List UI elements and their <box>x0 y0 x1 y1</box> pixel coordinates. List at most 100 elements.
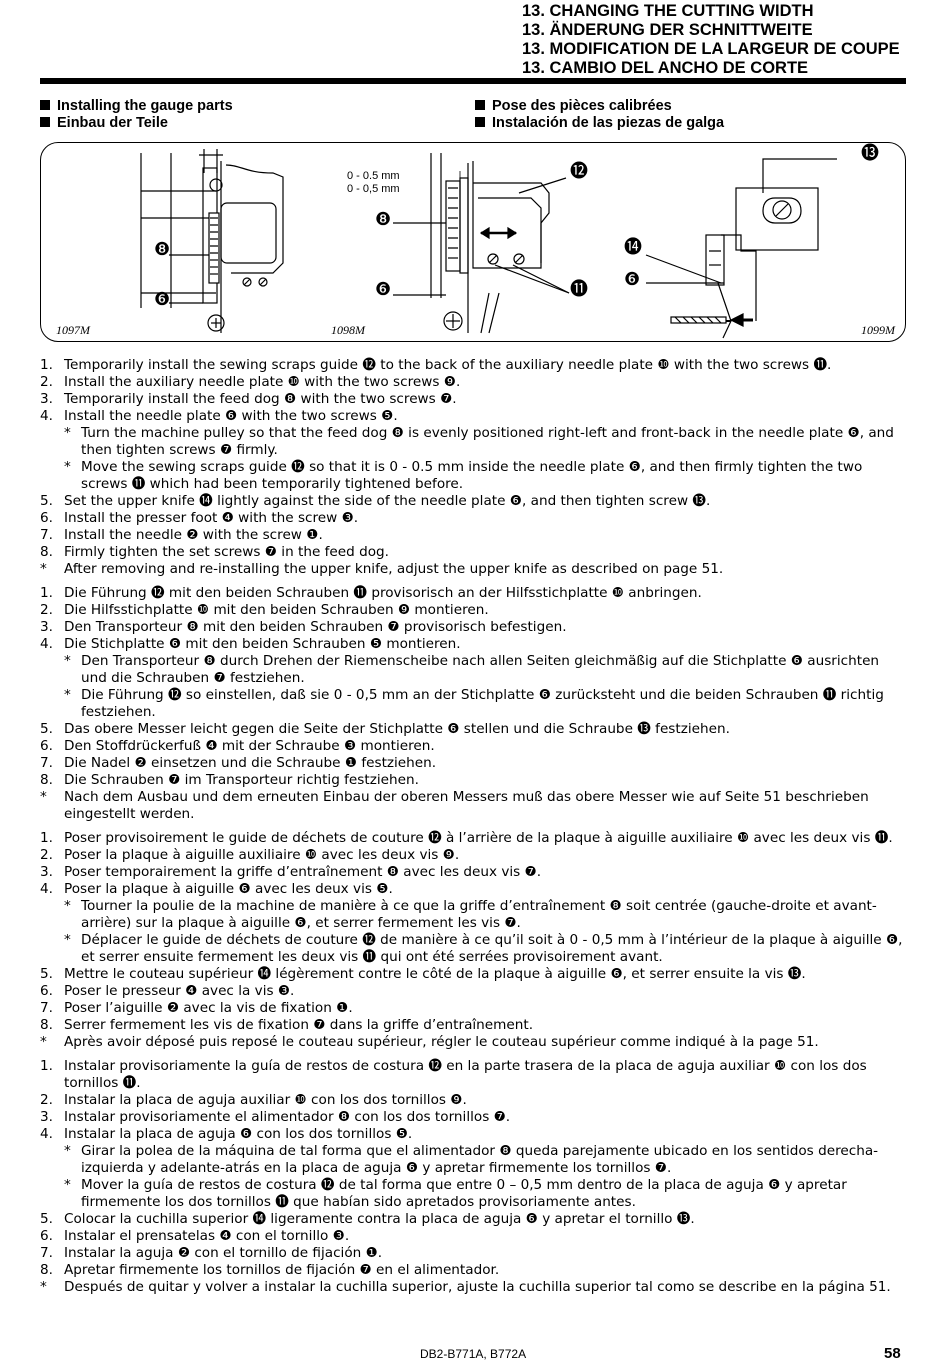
step-text: Poser la plaque à aiguille ❻ avec les de… <box>64 881 393 897</box>
step-number: 4. <box>40 636 53 652</box>
step-text: Después de quitar y volver a instalar la… <box>64 1279 891 1295</box>
model-number: DB2-B771A, B772A <box>420 1347 527 1361</box>
step-text: Das obere Messer leicht gegen die Seite … <box>64 721 730 737</box>
instruction-step: 7.Die Nadel ❷ einsetzen und die Schraube… <box>40 755 906 772</box>
step-text: Poser temporairement la griffe d’entraîn… <box>64 864 542 880</box>
step-text: Instalar la placa de aguja ❻ con los dos… <box>64 1126 413 1142</box>
step-text: Poser l’aiguille ❷ avec la vis de fixati… <box>64 1000 353 1016</box>
subhead-en: Installing the gauge parts <box>57 98 233 114</box>
instruction-step: *Après avoir déposé puis reposé le coute… <box>40 1034 906 1051</box>
step-number: 1. <box>40 830 53 846</box>
subhead-left: Installing the gauge parts Einbau der Te… <box>40 98 233 132</box>
step-text: Set the upper knife ⓮ lightly against th… <box>64 493 711 509</box>
step-text: Apretar firmemente los tornillos de fija… <box>64 1262 500 1278</box>
step-text: Move the sewing scraps guide ⓬ so that i… <box>81 459 863 492</box>
step-text: Mettre le couteau supérieur ⓮ légèrement… <box>64 966 806 982</box>
step-number: 4. <box>40 1126 53 1142</box>
step-text: Instalar el prensatelas ❹ con el tornill… <box>64 1228 350 1244</box>
instruction-step: *After removing and re-installing the up… <box>40 561 906 578</box>
step-number: 8. <box>40 1017 53 1033</box>
instruction-step: 1.Die Führung ⓬ mit den beiden Schrauben… <box>40 585 906 602</box>
step-number: 1. <box>40 1058 53 1074</box>
step-text: Die Führung ⓬ so einstellen, daß sie 0 -… <box>81 687 884 720</box>
instruction-step: 7.Install the needle ❷ with the screw ❶. <box>40 527 906 544</box>
step-number: 5. <box>40 493 53 509</box>
step-text: Temporarily install the sewing scraps gu… <box>64 357 832 373</box>
instruction-note: *Die Führung ⓬ so einstellen, daß sie 0 … <box>40 687 906 721</box>
step-number: 4. <box>40 408 53 424</box>
step-text: Déplacer le guide de déchets de couture … <box>81 932 903 965</box>
callout-11-fig2: ⓫ <box>570 279 588 299</box>
callout-6-fig3: ❻ <box>624 269 641 289</box>
instruction-step: 8.Serrer fermement les vis de fixation ❼… <box>40 1017 906 1034</box>
subhead-right: Pose des pièces calibrées Instalación de… <box>475 98 724 132</box>
step-number: 6. <box>40 738 53 754</box>
step-number: * <box>64 898 71 914</box>
step-number: 7. <box>40 1245 53 1261</box>
step-text: Après avoir déposé puis reposé le coutea… <box>64 1034 819 1050</box>
instruction-step: 4.Install the needle plate ❻ with the tw… <box>40 408 906 425</box>
step-number: 3. <box>40 391 53 407</box>
step-number: * <box>40 561 47 577</box>
step-number: 1. <box>40 585 53 601</box>
instruction-step: 8.Firmly tighten the set screws ❼ in the… <box>40 544 906 561</box>
step-number: 8. <box>40 1262 53 1278</box>
instruction-note: *Tourner la poulie de la machine de mani… <box>40 898 906 932</box>
instruction-step: *Después de quitar y volver a instalar l… <box>40 1279 906 1296</box>
instruction-step: 6.Poser le presseur ❹ avec la vis ❸. <box>40 983 906 1000</box>
instruction-step: 1. Temporarily install the sewing scraps … <box>40 357 906 374</box>
title-fr: 13. MODIFICATION DE LA LARGEUR DE COUPE <box>522 40 900 58</box>
step-text: Install the needle ❷ with the screw ❶. <box>64 527 323 543</box>
figure-1099m-drawing <box>645 158 837 339</box>
instruction-step: 5.Das obere Messer leicht gegen die Seit… <box>40 721 906 738</box>
instruction-step: 5.Colocar la cuchilla superior ⓮ ligeram… <box>40 1211 906 1228</box>
step-number: * <box>64 425 71 441</box>
instruction-step: *Nach dem Ausbau und dem erneuten Einbau… <box>40 789 906 823</box>
step-number: 6. <box>40 510 53 526</box>
instruction-step: 2.Install the auxiliary needle plate ❿ w… <box>40 374 906 391</box>
step-text: Die Nadel ❷ einsetzen und die Schraube ❶… <box>64 755 437 771</box>
dimension-label: 0 - 0.5 mm 0 - 0,5 mm <box>347 170 400 196</box>
dimension-en: 0 - 0.5 mm <box>347 170 400 182</box>
instruction-step: 6. Instalar el prensatelas ❹ con el torni… <box>40 1228 906 1245</box>
step-number: 3. <box>40 864 53 880</box>
instruction-step: 3. Instalar provisoriamente el alimentado… <box>40 1109 906 1126</box>
instruction-step: 7.Poser l’aiguille ❷ avec la vis de fixa… <box>40 1000 906 1017</box>
step-number: 2. <box>40 374 53 390</box>
step-text: Mover la guía de restos de costura ⓬ de … <box>81 1177 847 1210</box>
instruction-step: 5. Set the upper knife ⓮ lightly against … <box>40 493 906 510</box>
instruction-step: 2.Poser la plaque à aiguille auxiliaire … <box>40 847 906 864</box>
step-number: * <box>64 1143 71 1159</box>
figure-label-2: 1098M <box>331 323 365 337</box>
instruction-step: 4.Poser la plaque à aiguille ❻ avec les … <box>40 881 906 898</box>
step-number: 6. <box>40 1228 53 1244</box>
callout-14-fig3: ⓮ <box>624 237 642 257</box>
instruction-step: 6.Install the presser foot ❹ with the sc… <box>40 510 906 527</box>
callout-6-fig2: ❻ <box>375 279 392 299</box>
instruction-step: 2.Instalar la placa de aguja auxiliar ❿ … <box>40 1092 906 1109</box>
bullet-square-icon <box>475 117 485 127</box>
step-number: 1. <box>40 357 53 373</box>
header-rule <box>40 78 906 84</box>
step-number: 2. <box>40 847 53 863</box>
callout-8-fig2: ❽ <box>375 209 392 229</box>
step-text: Instalar provisoriamente el alimentador … <box>64 1109 511 1125</box>
instruction-step: 1.Poser provisoirement le guide de déche… <box>40 830 906 847</box>
instruction-step: 3. Poser temporairement la griffe d’entra… <box>40 864 906 881</box>
step-text: Turn the machine pulley so that the feed… <box>81 425 894 458</box>
instruction-note: * Turn the machine pulley so that the fee… <box>40 425 906 459</box>
instructions-de: 1.Die Führung ⓬ mit den beiden Schrauben… <box>40 585 906 823</box>
instructions-en: 1. Temporarily install the sewing scraps … <box>40 357 906 578</box>
dimension-de: 0 - 0,5 mm <box>347 183 400 195</box>
step-number: 3. <box>40 1109 53 1125</box>
figure-1097m-drawing <box>140 149 284 333</box>
instruction-step: 3.Temporarily install the feed dog ❽ wit… <box>40 391 906 408</box>
step-number: 5. <box>40 966 53 982</box>
instruction-step: 4.Die Stichplatte ❻ mit den beiden Schra… <box>40 636 906 653</box>
callout-6-fig1: ❻ <box>154 289 171 309</box>
instruction-note: *Mover la guía de restos de costura ⓬ de… <box>40 1177 906 1211</box>
callout-13-fig3: ⓭ <box>861 143 879 163</box>
step-text: Girar la polea de la máquina de tal form… <box>81 1143 879 1176</box>
callout-12-fig2: ⓬ <box>570 161 588 181</box>
instruction-note: *Move the sewing scraps guide ⓬ so that … <box>40 459 906 493</box>
